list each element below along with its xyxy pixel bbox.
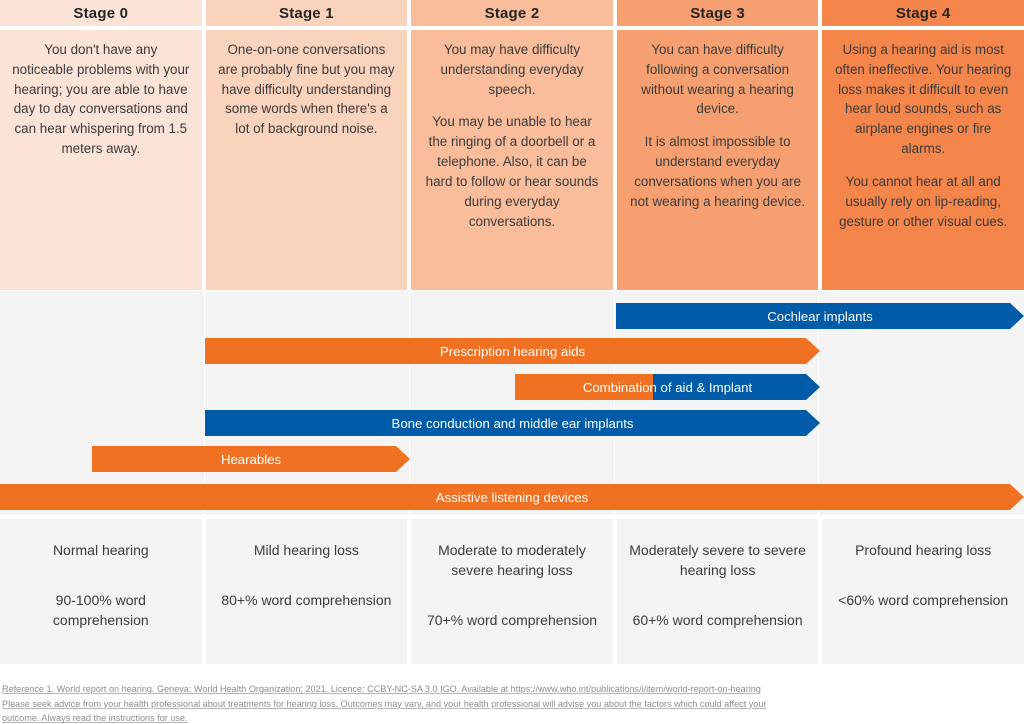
summary-comprehension-1: 80+% word comprehension <box>221 591 392 608</box>
summary-title-3: Moderately severe to severe hearing loss <box>629 542 806 578</box>
column-divider-2 <box>614 291 615 515</box>
stage-paragraph: You can have difficulty following a conv… <box>641 42 794 117</box>
summary-comprehension-0: 90-100% word comprehension <box>52 591 149 628</box>
device-arrow-label: Hearables <box>220 451 282 467</box>
column-divider-0 <box>204 291 205 515</box>
stage-description-0: You don't have any noticeable problems w… <box>0 30 202 290</box>
stage-paragraph: You cannot hear at all and usually rely … <box>839 173 1008 229</box>
summary-column-2: Moderate to moderately severe hearing lo… <box>411 519 613 664</box>
summary-comprehension-2: 70+% word comprehension <box>426 611 598 628</box>
device-arrow-segment <box>515 374 653 400</box>
summary-title-0: Normal hearing <box>52 542 149 558</box>
stage-paragraph: It is almost impossible to understand ev… <box>630 134 806 209</box>
column-divider-3 <box>818 291 819 515</box>
device-arrow-label: Assistive listening devices <box>435 489 589 505</box>
stage-header-0: Stage 0 <box>0 0 202 26</box>
stage-header-4: Stage 4 <box>822 0 1024 26</box>
summary-title-4: Profound hearing loss <box>855 542 992 558</box>
stage-header-1: Stage 1 <box>205 0 408 26</box>
summary-column-3: Moderately severe to severe hearing loss… <box>616 519 819 664</box>
device-arrow-label: Cochlear implants <box>767 308 873 324</box>
device-arrow-1: Prescription hearing aids <box>205 338 820 364</box>
device-arrow-label: Bone conduction and middle ear implants <box>391 415 634 431</box>
device-arrow-4: Hearables <box>92 446 410 472</box>
stage-paragraph: One-on-one conversations are probably fi… <box>218 42 395 137</box>
stage-paragraph: You may be unable to hear the ringing of… <box>425 114 599 229</box>
stage-column-1: Stage 1 One-on-one conversations are prob… <box>205 0 408 290</box>
stage-column-4: Stage 4 Using a hearing aid is most often… <box>822 0 1024 290</box>
summary-column-0: Normal hearing 90-100% word comprehension <box>0 519 202 664</box>
device-arrow-5: Assistive listening devices <box>0 484 1024 510</box>
stage-header-2: Stage 2 <box>411 0 613 26</box>
summary-comprehension-4: <60% word comprehension <box>838 591 1009 608</box>
summary-title-1: Mild hearing loss <box>253 542 359 558</box>
device-arrow-3: Bone conduction and middle ear implants <box>205 410 820 436</box>
column-divider-1 <box>409 291 410 515</box>
stage-column-0: Stage 0 You don't have any noticeable pro… <box>0 0 202 290</box>
footnote-line-1: Reference 1. World report on hearing. Ge… <box>2 684 761 694</box>
device-arrow-2: Combination of aid & Implant <box>515 374 820 400</box>
device-arrow-0: Cochlear implants <box>616 303 1024 329</box>
summary-column-4: Profound hearing loss <60% word comprehen… <box>822 519 1024 664</box>
stage-column-2: Stage 2 You may have difficulty understan… <box>411 0 613 290</box>
device-arrow-label: Prescription hearing aids <box>439 343 586 359</box>
footnote: Reference 1. World report on hearing. Ge… <box>2 682 1022 724</box>
stage-column-3: Stage 3 You can have difficulty following… <box>616 0 819 290</box>
stage-header-3: Stage 3 <box>616 0 819 26</box>
footnote-line-3: outcome. Always read the instructions fo… <box>2 713 188 724</box>
stage-description-2: You may have difficulty understanding ev… <box>411 30 613 290</box>
summary-title-2: Moderate to moderately severe hearing lo… <box>438 542 586 578</box>
stage-paragraph: You may have difficulty understanding ev… <box>440 42 584 97</box>
stage-description-1: One-on-one conversations are probably fi… <box>205 30 408 290</box>
stage-columns: Stage 0 You don't have any noticeable pro… <box>0 0 1024 290</box>
summary-comprehension-3: 60+% word comprehension <box>632 611 803 628</box>
stage-paragraph: You don't have any noticeable problems w… <box>12 42 190 157</box>
device-arrow-label: Combination of aid & Implant <box>582 379 753 395</box>
stage-paragraph: Using a hearing aid is most often ineffe… <box>835 42 1012 157</box>
summary-column-1: Mild hearing loss 80+% word comprehension <box>205 519 408 664</box>
hearing-loss-summary-row: Normal hearing 90-100% word comprehension… <box>0 519 1024 664</box>
footnote-line-2: Please seek advice from your health prof… <box>2 698 767 709</box>
stage-description-3: You can have difficulty following a conv… <box>616 30 819 290</box>
stage-description-4: Using a hearing aid is most often ineffe… <box>822 30 1024 290</box>
